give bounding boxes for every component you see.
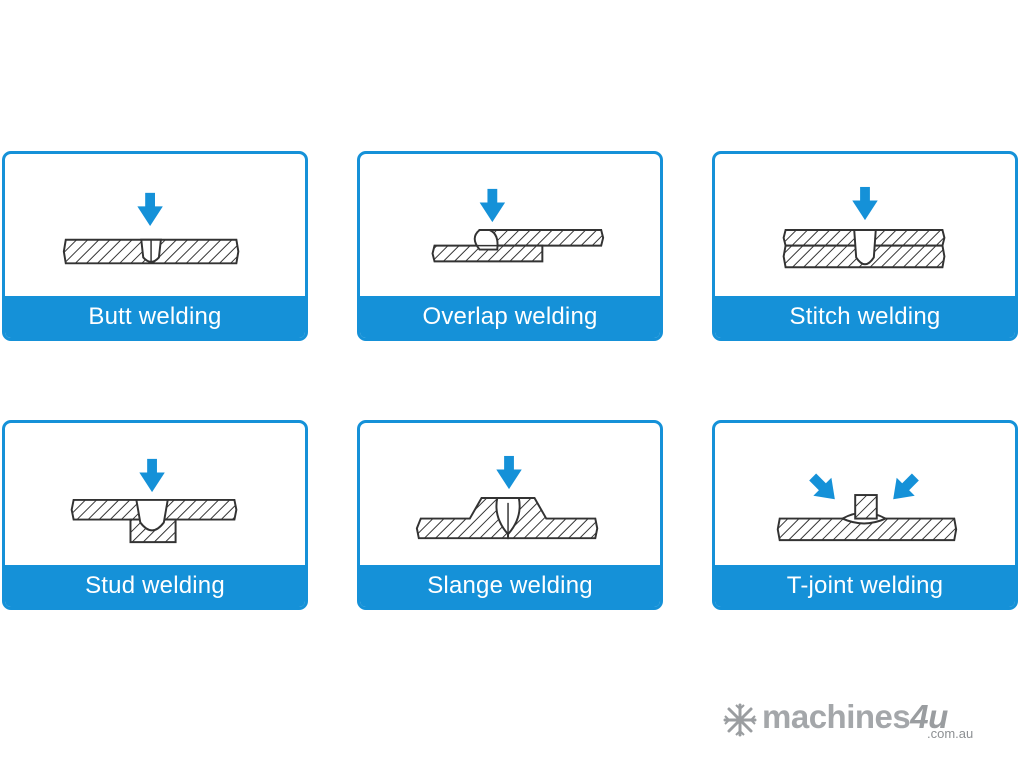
t-joint-welding-diagram — [715, 423, 1015, 571]
logo-name: machines4u — [762, 698, 948, 736]
stud-welding-label: Stud welding — [5, 565, 305, 607]
arrow-diagonal-icon — [893, 473, 919, 500]
arrow-down-icon — [852, 186, 878, 221]
logo-name-main: machines — [762, 698, 911, 735]
stud-welding-card: Stud welding — [2, 420, 308, 610]
butt-welding-diagram — [5, 154, 305, 302]
stitch-welding-label: Stitch welding — [715, 296, 1015, 338]
overlap-welding-diagram — [360, 154, 660, 302]
butt-welding-label: Butt welding — [5, 296, 305, 338]
logo-name-suffix: 4u — [910, 698, 948, 735]
arrow-down-icon — [496, 455, 522, 490]
arrow-down-icon — [139, 458, 165, 493]
machines4u-logo: machines4u .com.au — [722, 698, 1002, 748]
overlap-welding-card: Overlap welding — [357, 151, 663, 341]
stud-welding-diagram — [5, 423, 305, 571]
arrow-down-icon — [137, 192, 163, 227]
machines4u-logo-icon — [723, 703, 757, 737]
overlap-welding-label: Overlap welding — [360, 296, 660, 338]
arrow-down-icon — [479, 188, 506, 223]
stitch-welding-card: Stitch welding — [712, 151, 1018, 341]
stitch-welding-diagram — [715, 154, 1015, 302]
slange-welding-card: Slange welding — [357, 420, 663, 610]
slange-welding-label: Slange welding — [360, 565, 660, 607]
slange-welding-diagram — [360, 423, 660, 571]
logo-domain: .com.au — [927, 726, 974, 741]
t-joint-welding-card: T-joint welding — [712, 420, 1018, 610]
t-joint-welding-label: T-joint welding — [715, 565, 1015, 607]
butt-welding-card: Butt welding — [2, 151, 308, 341]
arrow-diagonal-icon — [809, 473, 835, 500]
